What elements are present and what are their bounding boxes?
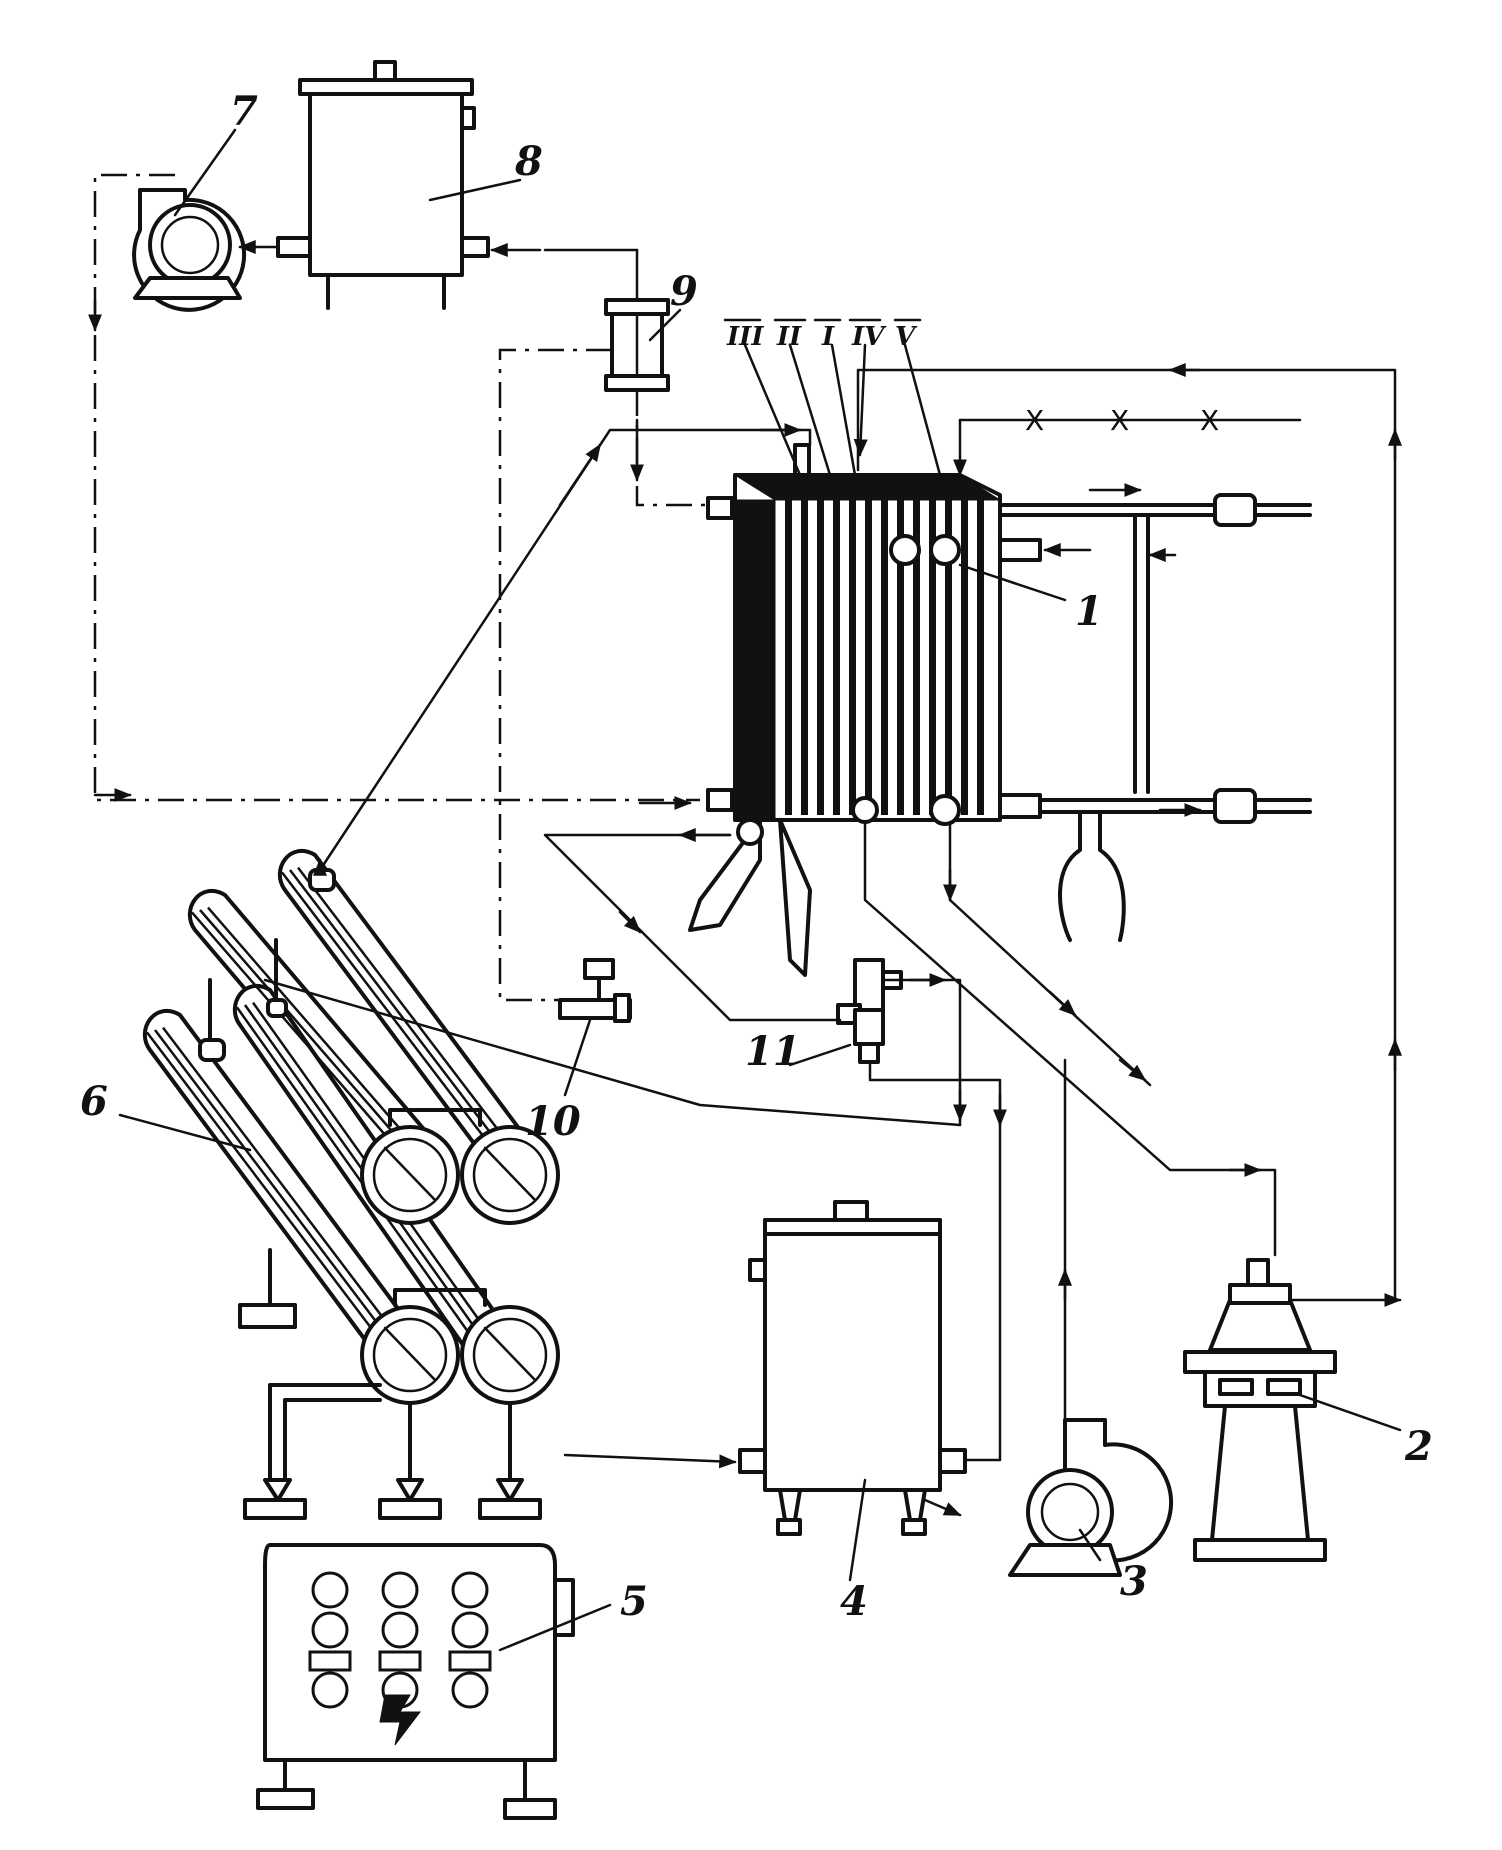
- lower-tank-4: [738, 1200, 967, 1536]
- plate-heat-exchanger-1: [688, 443, 1042, 977]
- section-label-iii: III: [726, 322, 764, 352]
- panel-indicator: [308, 1650, 352, 1672]
- panel-knob: [381, 1611, 419, 1649]
- panel-knob: [451, 1611, 489, 1649]
- panel-knob: [311, 1671, 349, 1709]
- label-1: 1: [1075, 588, 1103, 635]
- label-2: 2: [1404, 1423, 1433, 1470]
- filter-9: [604, 298, 670, 392]
- tube-hatch-line: [154, 1029, 391, 1341]
- tube-hatch-line: [297, 866, 524, 1164]
- hot-water-piping: [953, 418, 1312, 942]
- exchanger-plate: [913, 500, 920, 815]
- labels: 1 2 3 4 5 6 7 8 9 10 11 III II I IV V X …: [80, 88, 1433, 1625]
- tube-hatch-line: [281, 871, 508, 1169]
- exchanger-plate: [897, 500, 904, 815]
- panel-indicator: [448, 1650, 492, 1672]
- exchanger-plate: [881, 500, 888, 815]
- section-label-i: I: [821, 322, 835, 352]
- panel-knob: [311, 1611, 349, 1649]
- exchanger-plate: [929, 500, 936, 815]
- flow-lines: [88, 128, 1402, 1652]
- panel-indicator: [378, 1650, 422, 1672]
- exchanger-plate: [817, 500, 824, 815]
- valve-11: [836, 958, 903, 1064]
- exchanger-plate: [961, 500, 968, 815]
- tubular-heater-6: [142, 848, 560, 1520]
- pump-3: [1008, 1418, 1174, 1577]
- exchanger-plate: [865, 500, 872, 815]
- label-10: 10: [525, 1098, 581, 1145]
- label-4: 4: [840, 1578, 868, 1625]
- exchanger-plate: [849, 500, 856, 815]
- tube-hatch-line: [235, 1006, 474, 1339]
- panel-knob: [451, 1571, 489, 1609]
- pump-7: [132, 188, 280, 312]
- tube-hatch-line: [162, 1026, 399, 1339]
- label-6: 6: [80, 1078, 108, 1125]
- tube-hatch-line: [146, 1031, 383, 1344]
- label-3: 3: [1120, 1558, 1148, 1605]
- label-8: 8: [514, 138, 543, 185]
- label-11: 11: [745, 1028, 801, 1075]
- line-mark-x: X: [1110, 404, 1129, 437]
- upper-tank-8: [276, 60, 490, 310]
- exchanger-plate: [945, 500, 952, 815]
- line-mark-x: X: [1025, 404, 1044, 437]
- valve-10: [558, 958, 632, 1023]
- panel-knob: [381, 1571, 419, 1609]
- panel-knob: [451, 1671, 489, 1709]
- exchanger-plate: [833, 500, 840, 815]
- panel-knob: [311, 1571, 349, 1609]
- separator-2: [1183, 1258, 1402, 1562]
- control-panel-5: [256, 1543, 575, 1820]
- exchanger-plate: [801, 500, 808, 815]
- section-label-iv: IV: [851, 322, 887, 352]
- line-mark-x: X: [1200, 404, 1219, 437]
- section-label-v: V: [895, 322, 918, 352]
- exchanger-plate: [977, 500, 984, 815]
- label-7: 7: [230, 88, 258, 135]
- section-label-ii: II: [776, 322, 802, 352]
- label-5: 5: [620, 1578, 648, 1625]
- exchanger-plate: [785, 500, 792, 815]
- label-9: 9: [670, 268, 698, 315]
- tube-hatch-line: [289, 869, 516, 1166]
